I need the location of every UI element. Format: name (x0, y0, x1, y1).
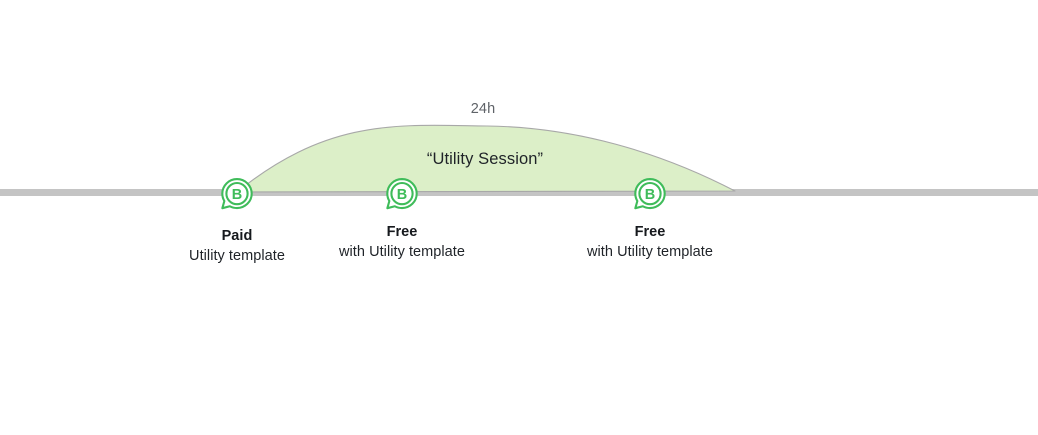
whatsapp-business-icon: B (632, 176, 668, 212)
marker-subtitle: with Utility template (339, 244, 465, 260)
marker-title: Free (634, 224, 666, 240)
conversation-timeline-rule (0, 189, 1038, 196)
whatsapp-business-icon: B (219, 176, 255, 212)
session-duration-label: 24h (0, 101, 1038, 117)
whatsapp-business-icon: B (384, 176, 420, 212)
svg-text:B: B (397, 187, 407, 203)
marker-subtitle: with Utility template (587, 244, 713, 260)
marker-subtitle: Utility template (189, 248, 285, 264)
marker-title: Free (386, 224, 418, 240)
session-name-label: “Utility Session” (0, 150, 1038, 169)
session-name-text: “Utility Session” (426, 150, 544, 168)
svg-text:B: B (232, 187, 242, 203)
marker-title: Paid (221, 228, 253, 244)
session-duration-text: 24h (470, 101, 496, 117)
svg-text:B: B (645, 187, 655, 203)
